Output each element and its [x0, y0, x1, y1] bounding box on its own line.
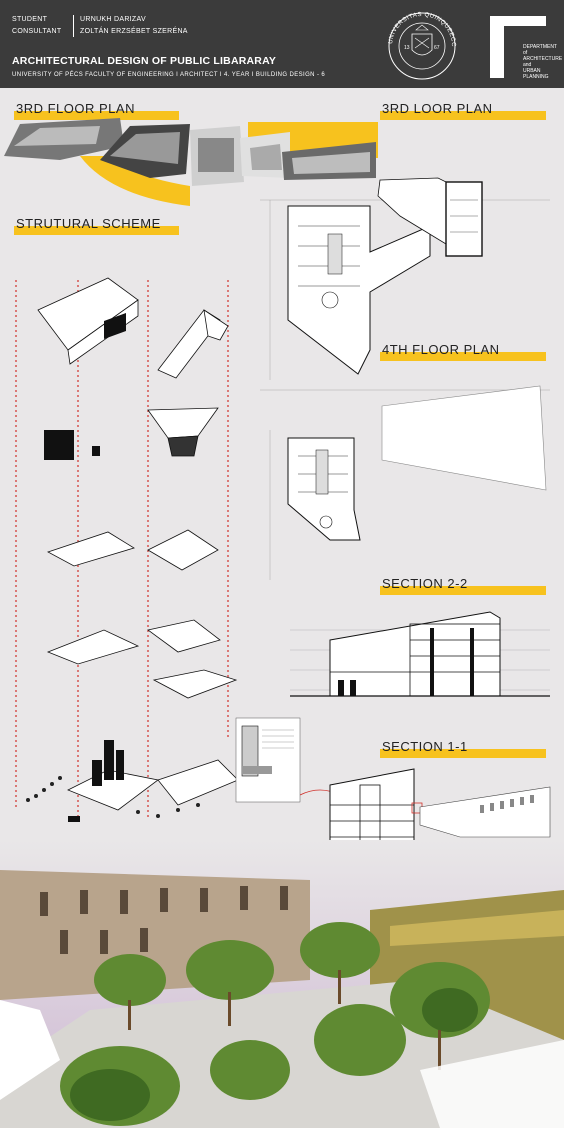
detail-callout-drawing — [235, 717, 301, 803]
department-name: DEPARTMENT of ARCHITECTURE and URBAN PLA… — [523, 44, 563, 80]
title-structural: STRUTURAL SCHEME — [16, 216, 161, 231]
title-floor3-right: 3RD LOOR PLAN — [382, 101, 493, 116]
title-section22: SECTION 2-2 — [382, 576, 468, 591]
title-floor4: 4TH FLOOR PLAN — [382, 342, 500, 357]
title-bar-section22 — [380, 586, 546, 595]
courtyard-rendering — [0, 840, 564, 1128]
consultant-name: ZOLTÁN ERZSÉBET SZERÉNA — [80, 28, 188, 35]
section-2-2-drawing — [290, 611, 550, 697]
poster-subtitle: UNIVERSITY OF PÉCS FACULTY OF ENGINEERIN… — [12, 72, 326, 78]
title-bar-section11 — [380, 749, 546, 758]
title-floor3-left: 3RD FLOOR PLAN — [16, 101, 135, 116]
concept-model-strip — [4, 118, 378, 206]
floor-plans-drawing — [260, 177, 550, 580]
header-banner: STUDENT CONSULTANT URNUKH DARIZAV ZOLTÁN… — [0, 0, 564, 88]
title-section11: SECTION 1-1 — [382, 739, 468, 754]
section-1-1-drawing — [300, 768, 560, 850]
department-logo-icon — [490, 16, 546, 78]
seal-year-right: 67 — [434, 45, 440, 51]
university-seal-icon: 13 67 UNIVERSITAS QUINQUEECCLESIENSIS — [382, 8, 456, 80]
structural-scheme-drawing — [15, 277, 239, 822]
poster-title: ARCHITECTURAL DESIGN OF PUBLIC LIBARARAY — [12, 55, 277, 67]
consultant-label: CONSULTANT — [12, 28, 62, 35]
title-bar-structural — [14, 226, 179, 235]
seal-year-left: 13 — [404, 45, 410, 51]
student-name: URNUKH DARIZAV — [80, 16, 146, 23]
title-bar-floor3-right — [380, 111, 546, 120]
title-bar-floor4 — [380, 352, 546, 361]
student-label: STUDENT — [12, 16, 48, 23]
header-divider — [73, 15, 74, 37]
title-bar-floor3-left — [14, 111, 179, 120]
